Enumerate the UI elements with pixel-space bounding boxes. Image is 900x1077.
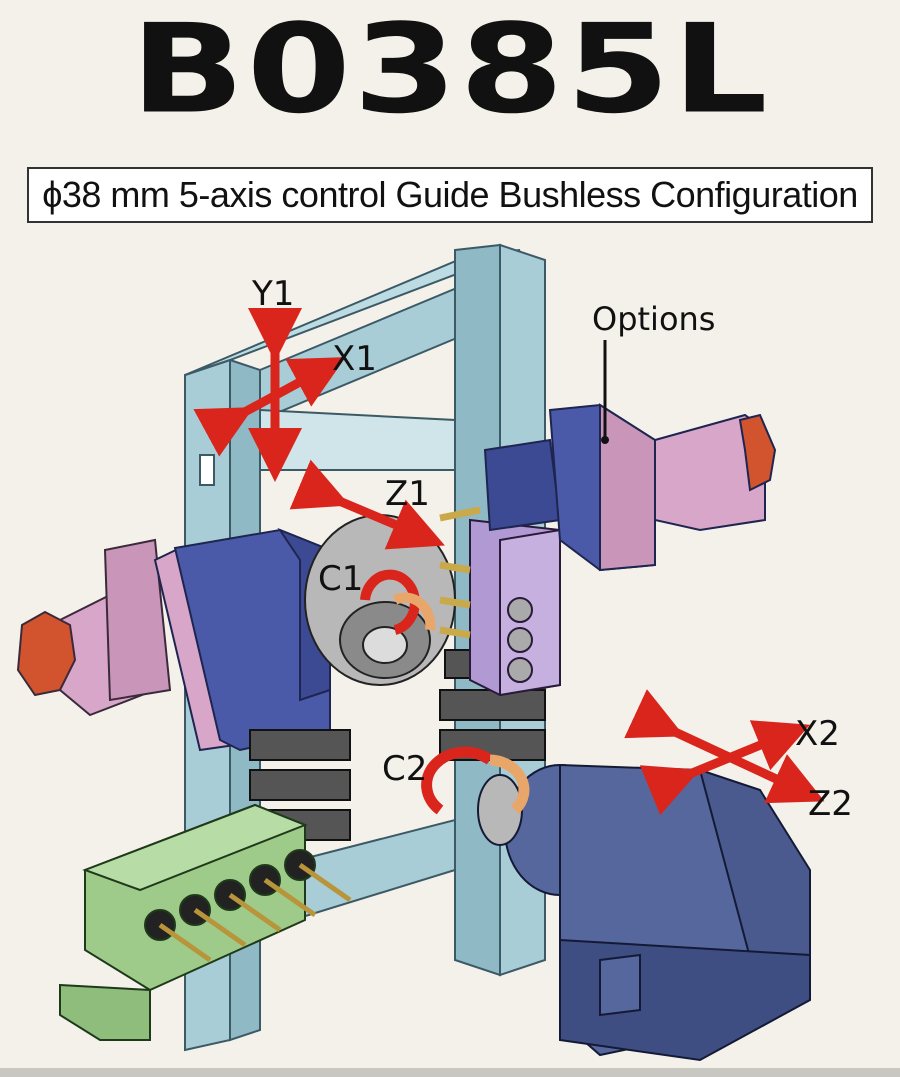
subtitle-box: ϕ38 mm 5-axis control Guide Bushless Con… xyxy=(27,167,873,223)
z1-label: Z1 xyxy=(385,474,430,514)
options-leader-dot xyxy=(601,436,609,444)
left-blue-unit xyxy=(153,527,331,752)
right-tool-block xyxy=(439,506,561,697)
x2-z2-arrows xyxy=(624,689,825,816)
bottom-bar xyxy=(0,1068,900,1077)
z2-label: Z2 xyxy=(808,784,853,824)
option-unit xyxy=(483,403,777,572)
c2-label: C2 xyxy=(382,749,427,789)
options-label: Options xyxy=(592,300,715,338)
z1-arrow xyxy=(289,459,445,550)
c2-rotation-arrow xyxy=(421,746,530,815)
x2-label: X2 xyxy=(795,714,840,754)
c1-rotation-arrow xyxy=(360,569,436,635)
chuck-disk xyxy=(304,514,456,686)
x1-label: X1 xyxy=(332,339,377,379)
model-title: B0385L xyxy=(130,0,770,142)
y1-x1-arrows xyxy=(193,308,346,482)
left-spindle-motor xyxy=(16,538,172,717)
green-tool-block xyxy=(59,803,352,1041)
c1-label: C1 xyxy=(318,559,363,599)
y1-label: Y1 xyxy=(251,274,294,314)
